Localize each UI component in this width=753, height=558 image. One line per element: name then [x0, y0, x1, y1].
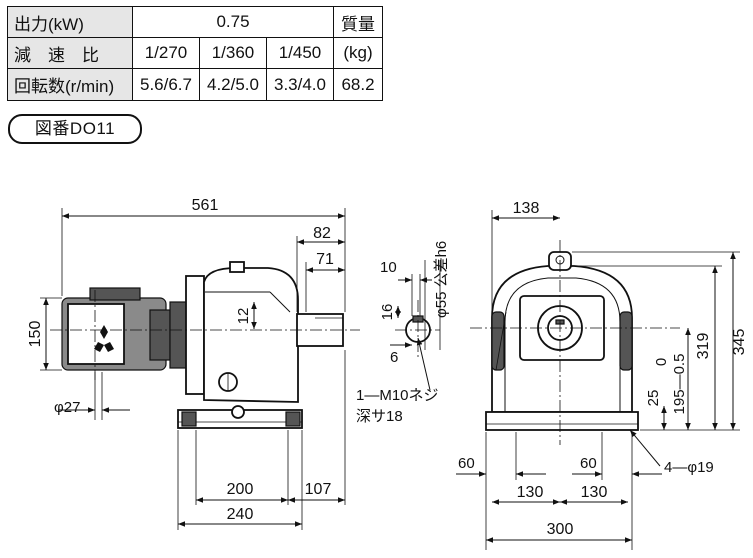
mass-value: 68.2: [333, 68, 383, 101]
dim-10: 10: [380, 259, 397, 276]
label-speed: 回転数(r/min): [7, 68, 133, 101]
gearbox-housing: [203, 267, 299, 403]
hole-note: 4—φ19: [664, 459, 714, 476]
label-ratio: 減 速 比: [7, 37, 133, 69]
ratio-cell: 1/450: [266, 37, 334, 69]
dim-130-left: 130: [517, 484, 544, 501]
dim-345: 345: [731, 329, 748, 356]
output-value: 0.75: [132, 6, 334, 38]
front-view-dimensions: 138 345 319 0 195—0.5 25 60 60 130 130 3…: [456, 200, 748, 550]
dim-319: 319: [695, 333, 712, 360]
dim-12: 12: [235, 308, 252, 325]
dim-300: 300: [547, 521, 574, 538]
spec-table: 出力(kW) 0.75 質量 減 速 比 1/270 1/360 1/450 (…: [7, 6, 383, 101]
dim-130-right: 130: [581, 484, 608, 501]
dim-tol-zero: 0: [653, 358, 670, 366]
motor-shaft-tail: [149, 309, 171, 361]
speed-cell: 5.6/6.7: [132, 68, 200, 101]
speed-cell: 4.2/5.0: [199, 68, 267, 101]
mass-header: 質量: [333, 6, 383, 38]
motor-terminal-box: [89, 287, 141, 301]
dim-shaft-diameter: φ55 公差h6: [433, 241, 450, 318]
speed-cell: 3.3/4.0: [266, 68, 334, 101]
dim-60-left: 60: [458, 455, 475, 472]
label-output: 出力(kW): [7, 6, 133, 38]
dim-200: 200: [227, 481, 254, 498]
dim-25: 25: [645, 390, 662, 407]
side-view-dimensions: 561 82 71 150 12 φ27 200 107 240: [27, 197, 346, 530]
adapter-flange: [185, 275, 205, 395]
mitsubishi-logo-icon: [94, 325, 114, 352]
tap-note-depth: 深サ18: [356, 408, 403, 425]
dim-138: 138: [513, 200, 540, 217]
mass-unit: (kg): [333, 37, 383, 69]
motor-front-cap: [67, 303, 125, 365]
ratio-cell: 1/360: [199, 37, 267, 69]
dim-60-right: 60: [580, 455, 597, 472]
front-view: [470, 240, 680, 445]
side-view: [50, 261, 360, 429]
dim-phi27: φ27: [54, 399, 80, 416]
front-base: [485, 411, 639, 431]
dim-71: 71: [316, 251, 334, 268]
dim-240: 240: [227, 506, 254, 523]
dim-561: 561: [192, 197, 219, 214]
gearbox-lifting-lug: [229, 261, 245, 273]
dim-16: 16: [379, 304, 396, 321]
dim-82: 82: [313, 225, 331, 242]
dim-107: 107: [305, 481, 332, 498]
tap-note-thread: 1—M10ネジ: [356, 387, 439, 404]
dim-6: 6: [390, 349, 398, 366]
shaft-end-detail: 10 φ55 公差h6 16 6 1—M10ネジ 深サ18: [356, 241, 450, 425]
drawing-number-badge: 図番DO11: [8, 114, 142, 144]
dim-195: 195—0.5: [671, 354, 688, 415]
dim-150: 150: [27, 321, 44, 348]
